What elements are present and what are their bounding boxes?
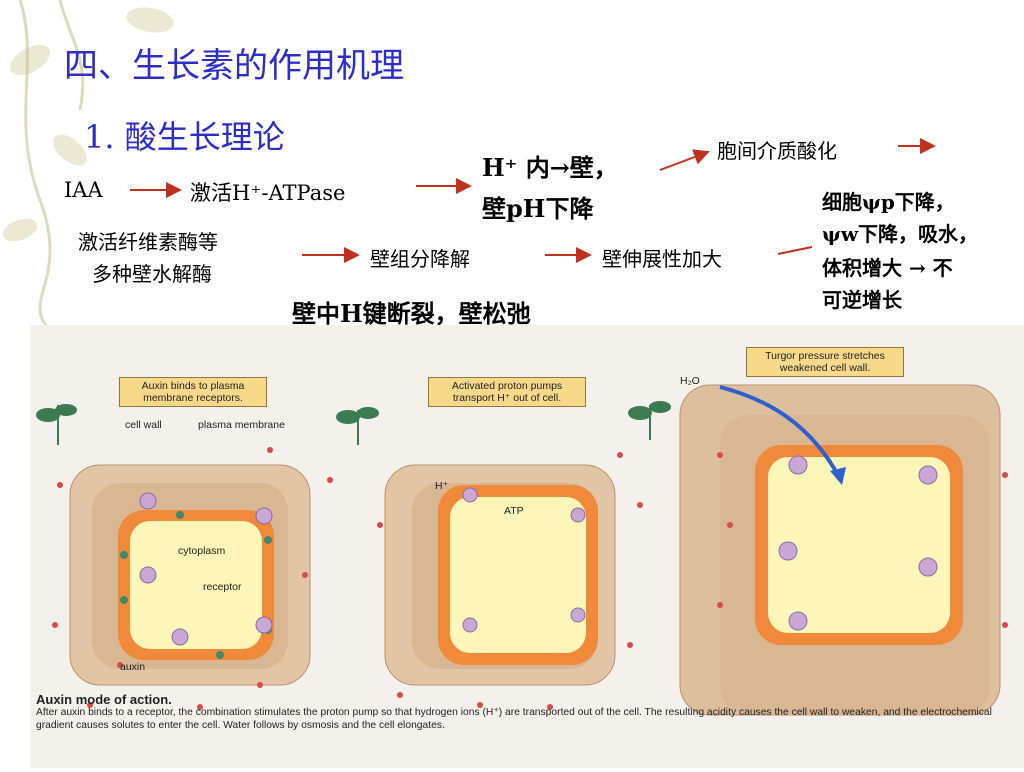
cell-psi-line1: 细胞ψp下降，	[822, 190, 955, 214]
label-auxin: auxin	[120, 661, 146, 673]
cell-psi-line2: ψw下降，吸水，	[822, 222, 979, 246]
label-h2o: H₂O	[680, 375, 700, 387]
cell-3	[679, 384, 1008, 716]
figure-caption-title: Auxin mode of action.	[36, 692, 172, 707]
wall-loosen-label: 壁中H键断裂，壁松弛	[292, 299, 531, 328]
wall-degrade-label: 壁组分降解	[370, 247, 470, 271]
h-transport-line1: H⁺ 内→壁，	[482, 153, 618, 182]
auxin-figure-art	[30, 325, 1024, 768]
arrow-extend-psi	[777, 246, 813, 255]
label-plasma-membrane: plasma membrane	[198, 419, 285, 431]
wall-extend-label: 壁伸展性加大	[602, 247, 722, 271]
arrow-h-acidify	[659, 149, 710, 171]
cell-1	[52, 447, 333, 710]
cell-psi-line4: 可逆增长	[822, 288, 902, 312]
auxin-figure: Auxin binds to plasma membrane receptors…	[30, 325, 1024, 768]
page-subtitle: 1. 酸生长理论	[84, 118, 285, 156]
enzymes-line2: 多种壁水解酶	[92, 262, 212, 286]
activate-atpase-label: 激活H⁺-ATPase	[190, 181, 346, 205]
callout-turgor: Turgor pressure stretches weakened cell …	[746, 347, 904, 377]
label-cell-wall: cell wall	[125, 419, 162, 431]
h-transport-line2: 壁pH下降	[482, 194, 594, 223]
page-title: 四、生长素的作用机理	[64, 46, 404, 86]
label-receptor: receptor	[203, 581, 242, 593]
label-atp: ATP	[504, 505, 524, 517]
callout-proton-pumps: Activated proton pumps transport H⁺ out …	[428, 377, 586, 407]
cell-psi-line3: 体积增大 → 不	[822, 256, 953, 280]
acidify-label: 胞间介质酸化	[717, 139, 837, 163]
label-h: H⁺	[435, 480, 449, 492]
flow-arrows	[130, 138, 936, 263]
enzymes-line1: 激活纤维素酶等	[78, 230, 218, 254]
figure-caption: After auxin binds to a receptor, the com…	[36, 707, 992, 731]
cell-2	[377, 452, 643, 710]
iaa-label: IAA	[64, 178, 103, 202]
label-cytoplasm: cytoplasm	[178, 545, 226, 557]
callout-auxin-binds: Auxin binds to plasma membrane receptors…	[119, 377, 267, 407]
